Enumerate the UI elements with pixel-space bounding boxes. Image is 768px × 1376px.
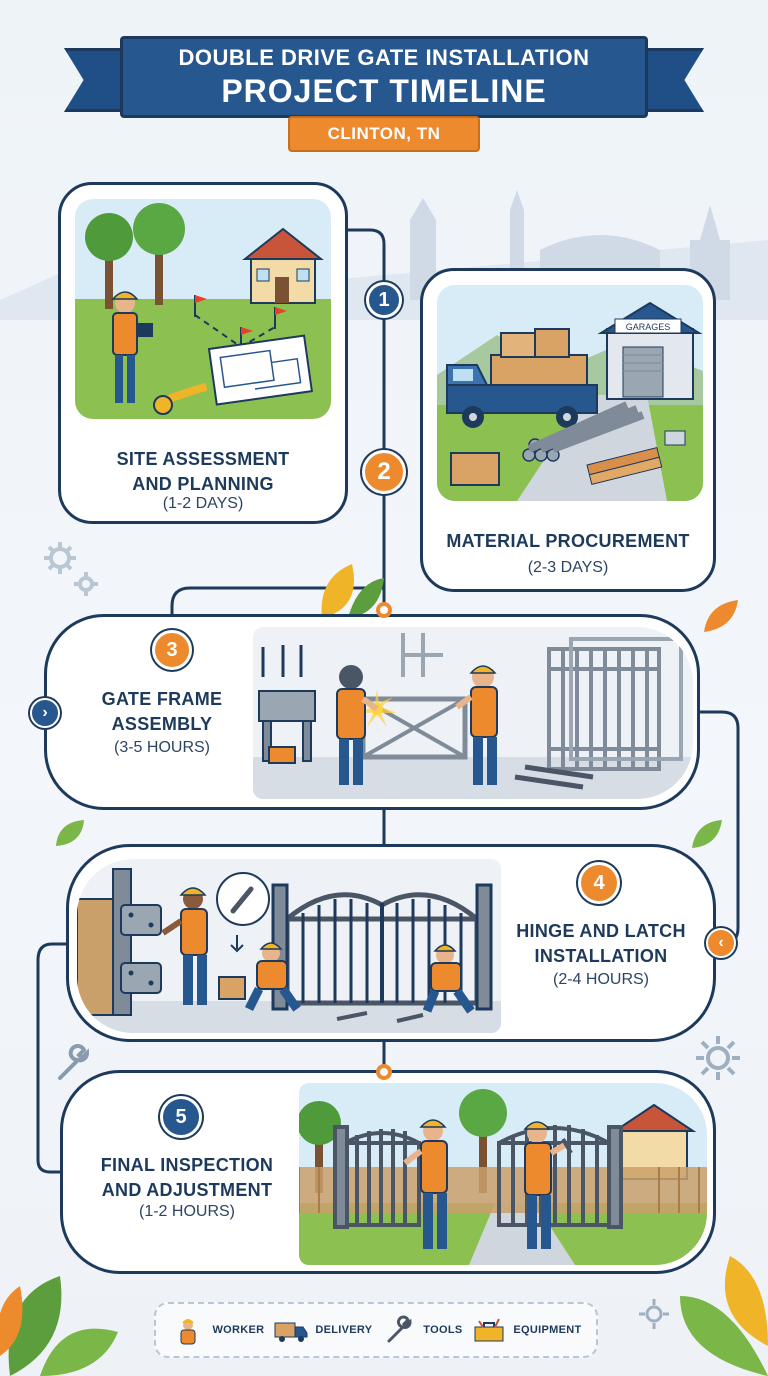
- step-3-title: GATE FRAME ASSEMBLY: [77, 687, 247, 737]
- leaf-decoration: [56, 820, 84, 846]
- title-banner: DOUBLE DRIVE GATE INSTALLATION PROJECT T…: [120, 36, 648, 118]
- location-badge: CLINTON, TN: [288, 116, 480, 152]
- legend-label: EQUIPMENT: [513, 1324, 582, 1336]
- title-line-1: DOUBLE DRIVE GATE INSTALLATION: [178, 44, 590, 70]
- step-5-title-line-2: AND ADJUSTMENT: [101, 1180, 273, 1200]
- step-3-duration: (3-5 HOURS): [113, 739, 210, 756]
- delivery-truck-icon: [274, 1322, 308, 1342]
- legend-label: DELIVERY: [315, 1324, 373, 1336]
- step-2-marker: 2: [362, 450, 406, 494]
- step-1-title-line-1: SITE ASSESSMENT: [116, 449, 290, 469]
- hinge-latch-installation-illustration: [77, 859, 501, 1033]
- legend-item-worker: WORKER: [170, 1315, 264, 1345]
- chevron-right-icon[interactable]: ›: [30, 698, 60, 728]
- site-assessment-illustration: [75, 199, 331, 419]
- step-4-title-line-1: HINGE AND LATCH: [516, 921, 686, 941]
- step-5-marker: 5: [160, 1096, 202, 1138]
- step-5-title: FINAL INSPECTION AND ADJUSTMENT: [75, 1153, 299, 1203]
- step-card-4: HINGE AND LATCH INSTALLATION (2-4 HOURS): [66, 844, 716, 1042]
- toolbox-icon: [474, 1318, 504, 1342]
- material-procurement-illustration: GARAGES: [437, 285, 703, 501]
- gear-icon: [696, 1036, 740, 1080]
- step-2-duration: (2-3 DAYS): [527, 559, 609, 576]
- legend-label: WORKER: [212, 1324, 265, 1336]
- legend: WORKER DELIVERY TOOLS EQUIPMENT: [154, 1302, 598, 1358]
- gear-icon: [44, 542, 98, 596]
- leaf-decoration: [321, 564, 384, 618]
- leaf-decoration: [0, 1276, 118, 1376]
- step-card-3: GATE FRAME ASSEMBLY (3-5 HOURS): [44, 614, 700, 810]
- step-1-title-line-2: AND PLANNING: [132, 474, 274, 494]
- timeline-node: [376, 602, 392, 618]
- chevron-left-icon[interactable]: ‹: [706, 928, 736, 958]
- step-3-title-line-1: GATE FRAME: [101, 689, 223, 709]
- step-4-title-line-2: INSTALLATION: [534, 946, 668, 966]
- step-1-marker: 1: [366, 282, 402, 318]
- wrench-icon: [387, 1315, 412, 1343]
- step-5-title-line-1: FINAL INSPECTION: [100, 1155, 274, 1175]
- legend-item-delivery: DELIVERY: [273, 1315, 372, 1345]
- title-line-2: PROJECT TIMELINE: [221, 72, 547, 109]
- step-3-marker: 3: [152, 630, 192, 670]
- leaf-decoration: [680, 1256, 768, 1376]
- gear-icon: [639, 1299, 669, 1329]
- step-2-title: MATERIAL PROCUREMENT: [431, 529, 705, 554]
- step-card-5: FINAL INSPECTION AND ADJUSTMENT (1-2 HOU…: [60, 1070, 716, 1274]
- step-3-title-line-2: ASSEMBLY: [111, 714, 213, 734]
- step-2-title-line-1: MATERIAL PROCUREMENT: [446, 531, 690, 551]
- final-inspection-illustration: [299, 1083, 707, 1265]
- step-4-title: HINGE AND LATCH INSTALLATION: [501, 919, 701, 969]
- step-1-duration: (1-2 DAYS): [162, 495, 244, 512]
- step-card-1: SITE ASSESSMENT AND PLANNING (1-2 DAYS): [58, 182, 348, 524]
- step-4-duration: (2-4 HOURS): [552, 971, 649, 988]
- legend-item-equipment: EQUIPMENT: [471, 1315, 581, 1345]
- legend-label: TOOLS: [423, 1324, 463, 1336]
- leaf-decoration: [692, 820, 722, 848]
- step-5-duration: (1-2 HOURS): [138, 1203, 235, 1220]
- warehouse-sign: GARAGES: [626, 322, 671, 332]
- legend-item-tools: TOOLS: [381, 1315, 462, 1345]
- leaf-decoration: [704, 600, 738, 632]
- step-4-marker: 4: [578, 862, 620, 904]
- worker-icon: [180, 1319, 196, 1345]
- timeline-node: [376, 1064, 392, 1080]
- gate-frame-assembly-illustration: [253, 627, 693, 799]
- step-1-title: SITE ASSESSMENT AND PLANNING: [71, 447, 335, 497]
- step-card-2: GARAGES MATERIAL PROCUREMENT (2-3 DAYS): [420, 268, 716, 592]
